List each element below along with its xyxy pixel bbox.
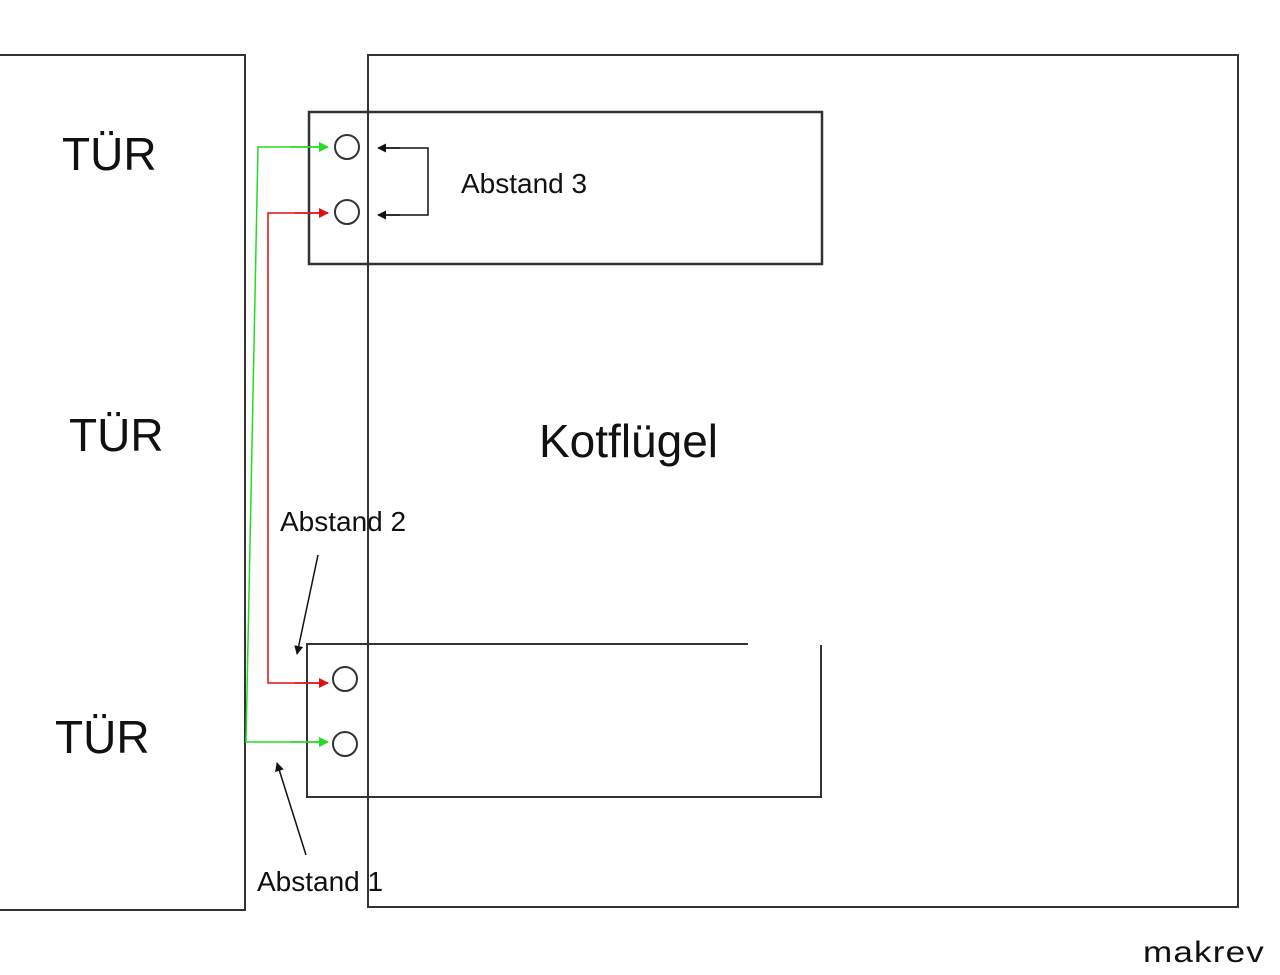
door-panel	[0, 54, 246, 911]
watermark: makrev	[1143, 936, 1265, 969]
lower-hole-top	[332, 666, 358, 692]
upper-bracket	[307, 110, 824, 266]
door-label-top: TÜR	[62, 128, 157, 180]
lower-hole-bottom	[332, 731, 358, 757]
abstand-3-label: Abstand 3	[461, 168, 587, 199]
upper-hole-top	[334, 134, 360, 160]
lower-bracket	[306, 643, 822, 798]
abstand-2-pointer-arrow	[294, 554, 319, 655]
abstand-1-pointer-arrow	[275, 762, 307, 856]
fender-panel	[367, 54, 1239, 908]
abstand-2-label: Abstand 2	[280, 506, 406, 537]
abstand-3-bracket-line	[380, 147, 429, 216]
door-label-bottom: TÜR	[55, 711, 150, 763]
door-label-middle: TÜR	[69, 409, 164, 461]
green-connector	[245, 146, 328, 743]
red-connector	[267, 212, 328, 684]
upper-hole-bottom	[334, 199, 360, 225]
fender-label: Kotflügel	[539, 415, 718, 467]
abstand-1-label: Abstand 1	[257, 866, 383, 897]
